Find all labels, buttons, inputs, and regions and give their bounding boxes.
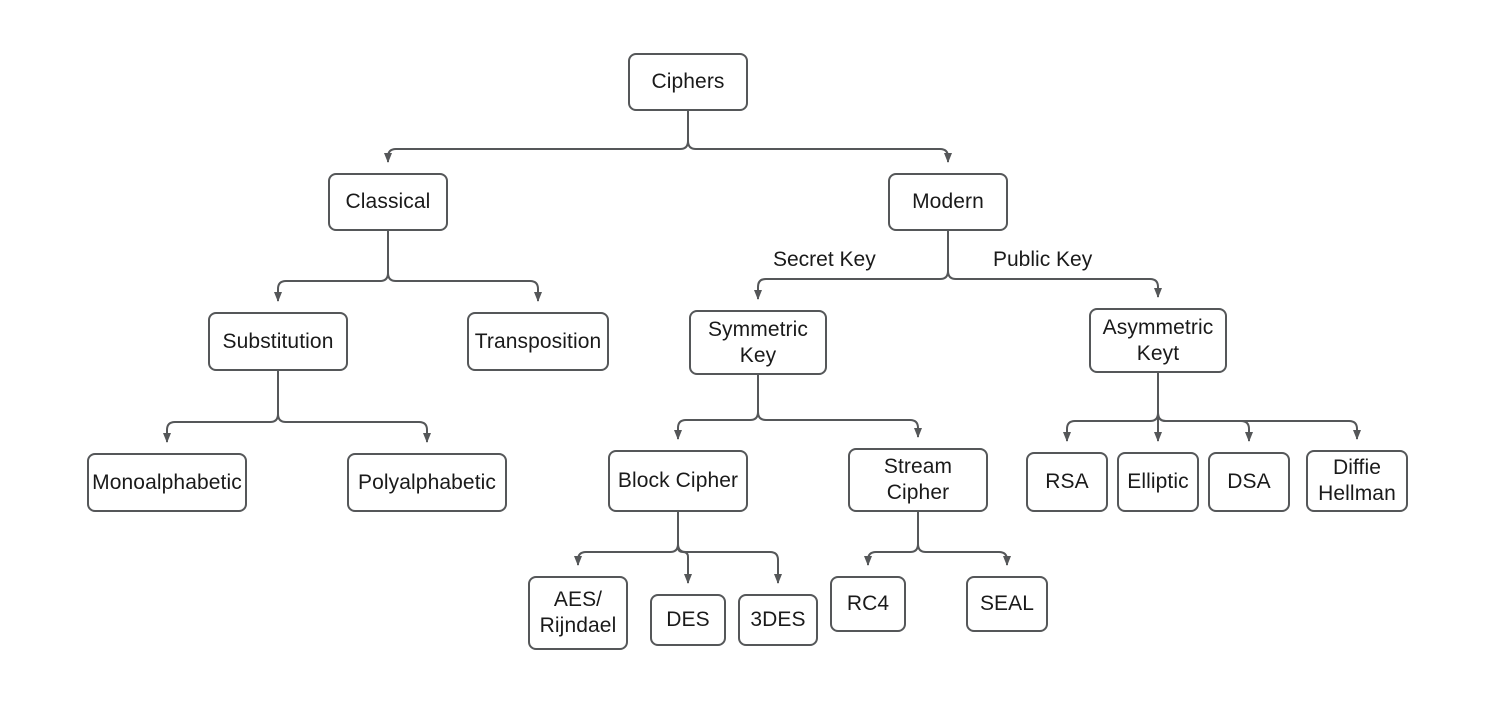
edge-substitution-to-polyalphabetic — [277, 371, 431, 443]
edge-classical-to-substitution — [274, 231, 389, 302]
edge-block-cipher-to-aes-rijndael — [574, 512, 679, 566]
node-aes-rijndael: AES/ Rijndael — [528, 576, 628, 650]
edge-asymmetric-to-dsa — [1157, 373, 1253, 442]
secret-key-label: Secret Key — [773, 248, 876, 271]
node-modern: Modern — [888, 173, 1008, 231]
edge-block-cipher-to-3des — [677, 512, 782, 584]
node-ciphers: Ciphers — [628, 53, 748, 111]
node-des: DES — [650, 594, 726, 646]
edge-substitution-to-monoalphabetic — [163, 371, 279, 443]
edge-ciphers-to-modern — [687, 111, 952, 163]
node-diffie-hellman: Diffie Hellman — [1306, 450, 1408, 512]
edge-symmetric-to-stream-cipher — [757, 375, 922, 438]
public-key-label: Public Key — [993, 248, 1093, 271]
node-block-cipher: Block Cipher — [608, 450, 748, 512]
edge-asymmetric-to-diffie-hellman — [1157, 373, 1361, 440]
node-stream-cipher: Stream Cipher — [848, 448, 988, 512]
node-classical: Classical — [328, 173, 448, 231]
edge-classical-to-transposition — [387, 231, 542, 302]
edge-modern-to-asymmetric — [947, 231, 1162, 298]
node-3des: 3DES — [738, 594, 818, 646]
node-symmetric: Symmetric Key — [689, 310, 827, 375]
edge-path-group — [163, 111, 1361, 584]
node-polyalphabetic: Polyalphabetic — [347, 453, 507, 512]
node-substitution: Substitution — [208, 312, 348, 371]
edge-ciphers-to-classical — [384, 111, 689, 163]
edge-symmetric-to-block-cipher — [674, 375, 759, 440]
edge-stream-cipher-to-seal — [917, 512, 1011, 566]
node-rc4: RC4 — [830, 576, 906, 632]
node-rsa: RSA — [1026, 452, 1108, 512]
node-transposition: Transposition — [467, 312, 609, 371]
node-dsa: DSA — [1208, 452, 1290, 512]
edge-stream-cipher-to-rc4 — [864, 512, 919, 566]
node-elliptic: Elliptic — [1117, 452, 1199, 512]
node-seal: SEAL — [966, 576, 1048, 632]
node-monoalphabetic: Monoalphabetic — [87, 453, 247, 512]
edge-asymmetric-to-rsa — [1063, 373, 1159, 442]
node-asymmetric: Asymmetric Keyt — [1089, 308, 1227, 373]
